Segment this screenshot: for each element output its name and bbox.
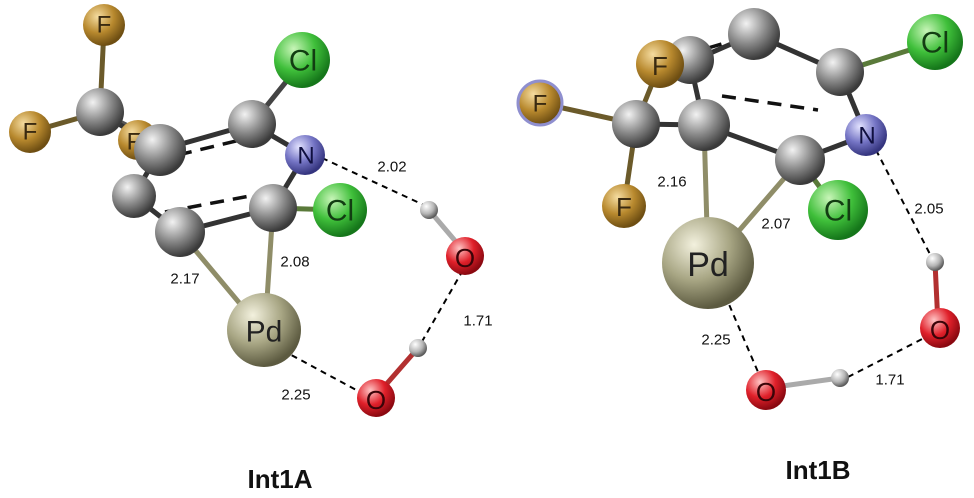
atom-label-f: F: [533, 91, 548, 118]
carbon-atom: [112, 174, 156, 218]
fluorine-atom: [83, 4, 125, 46]
atom-label-f: F: [652, 51, 668, 81]
carbon-atom: [775, 135, 825, 185]
atom-label-f: F: [97, 12, 112, 39]
atom-label-pd: Pd: [687, 246, 729, 284]
hbonds-int1a: [281, 157, 464, 393]
atom-label-cl: Cl: [289, 45, 317, 78]
atom-label-f: F: [616, 192, 632, 222]
fluorine-atom: [636, 40, 684, 88]
chlorine-atom: [907, 14, 963, 70]
carbon-atom: [816, 48, 864, 96]
distances-int1b: 2.16 2.07 2.05 2.25 1.71: [657, 174, 943, 389]
carbon-atom: [612, 100, 660, 148]
atom-label-cl: Cl: [921, 27, 949, 60]
distance-label: 2.02: [377, 159, 406, 176]
atom-label-cl: Cl: [326, 195, 354, 228]
carbon-atom: [678, 99, 730, 151]
chlorine-atom: [808, 180, 868, 240]
distance-label: 1.71: [463, 313, 492, 330]
carbon-atom: [728, 8, 780, 60]
structure-caption: Int1A: [248, 464, 313, 494]
fluorine-atom: [602, 184, 646, 228]
distances-int1a: 2.02 1.71 2.25 2.17 2.08: [170, 159, 492, 404]
hydrogen-atom: [831, 369, 849, 387]
carbon-atom: [228, 100, 276, 148]
atom-label-cl: Cl: [824, 195, 852, 228]
atom-label-o: O: [930, 315, 950, 345]
distance-label: 2.16: [657, 174, 686, 191]
nitrogen-atom: [285, 135, 325, 175]
structure-caption: Int1B: [786, 455, 851, 485]
carbon-atom: [249, 184, 297, 232]
structure-int1b: F F F Cl Cl N Pd O O 2.16: [516, 8, 963, 485]
hydrogen-atom: [926, 253, 944, 271]
oxygen-atom: [446, 237, 484, 275]
distance-label: 1.71: [875, 372, 904, 389]
atom-label-n: N: [858, 123, 875, 150]
palladium-atom: [227, 293, 301, 367]
nitrogen-atom: [845, 114, 887, 156]
chlorine-atom: [313, 183, 367, 237]
oxygen-atom: [357, 379, 395, 417]
distance-label: 2.17: [170, 271, 199, 288]
distance-label: 2.08: [280, 254, 309, 271]
bonds-int1b: [537, 28, 941, 391]
fluorine-atom: [516, 79, 564, 127]
distance-label: 2.25: [281, 387, 310, 404]
hydrogen-atom: [409, 339, 427, 357]
atom-label-o: O: [455, 243, 475, 273]
distance-label: 2.07: [761, 216, 790, 233]
fluorine-atom: [9, 111, 51, 153]
atom-label-f: F: [23, 119, 38, 146]
atom-label-o: O: [366, 385, 386, 415]
atoms-int1a: F F F Cl Cl N Pd O O: [9, 4, 484, 417]
palladium-atom: [662, 217, 754, 309]
carbon-atom: [76, 88, 124, 136]
atom-label-o: O: [756, 377, 776, 407]
hbonds-int1b: [724, 149, 933, 378]
carbon-atom: [134, 124, 186, 176]
atom-label-pd: Pd: [246, 316, 283, 349]
distance-label: 2.05: [914, 201, 943, 218]
carbon-atom: [155, 207, 205, 257]
oxygen-atom: [920, 308, 960, 348]
structure-int1a: F F F Cl Cl N Pd O O: [9, 4, 493, 494]
oxygen-atom: [746, 370, 786, 410]
atoms-int1b: F F F Cl Cl N Pd O O: [516, 8, 963, 410]
atom-label-n: N: [297, 143, 314, 170]
distance-label: 2.25: [701, 332, 730, 349]
chlorine-atom: [274, 32, 330, 88]
hydrogen-atom: [420, 201, 438, 219]
